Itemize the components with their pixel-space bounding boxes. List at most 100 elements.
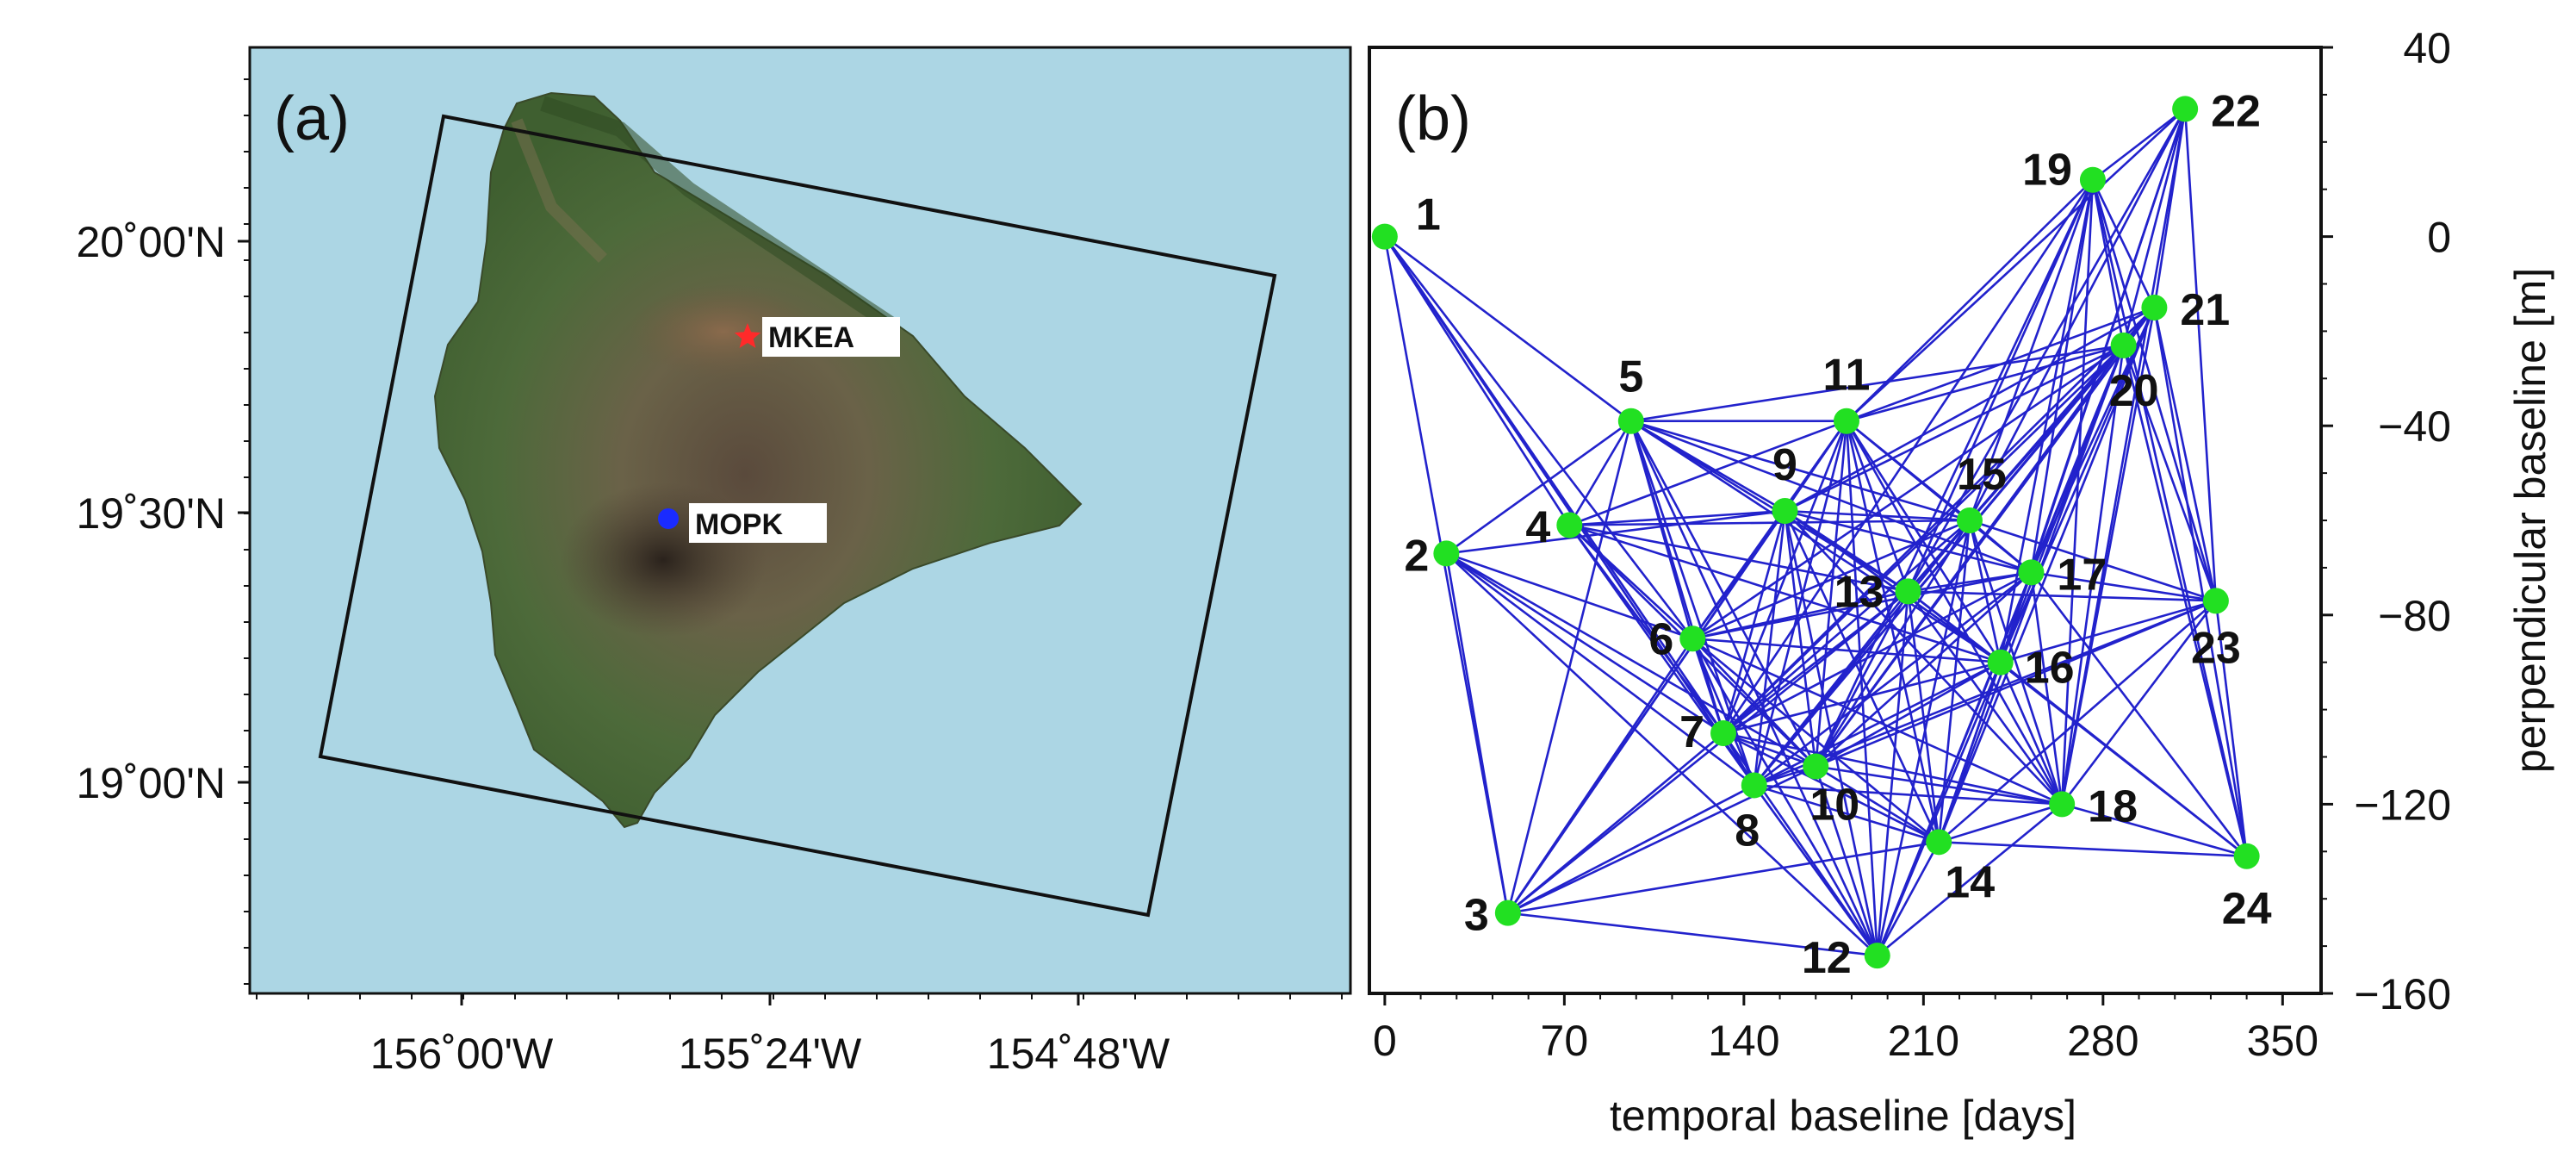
interferogram-edge bbox=[1845, 420, 1879, 956]
interferogram-edge bbox=[1785, 509, 1971, 522]
interferogram-edge bbox=[1999, 179, 2095, 663]
interferogram-edge bbox=[1846, 178, 2094, 422]
interferogram-edge bbox=[1691, 638, 1725, 734]
interferogram-edge bbox=[1815, 307, 2156, 768]
y-tick-label: −120 bbox=[2354, 781, 2451, 829]
interferogram-edge bbox=[1939, 841, 2247, 858]
acquisition-label: 8 bbox=[1735, 806, 1760, 856]
interferogram-edge bbox=[1507, 912, 1878, 957]
acquisition-node bbox=[1433, 540, 1460, 567]
interferogram-edge bbox=[1968, 520, 2064, 805]
interferogram-edge bbox=[1691, 638, 1755, 786]
interferogram-edge bbox=[1445, 552, 1724, 735]
interferogram-edge bbox=[1815, 765, 1940, 843]
acquisition-label: 22 bbox=[2211, 86, 2261, 136]
interferogram-edge bbox=[2153, 307, 2248, 857]
x-tick-label: 0 bbox=[1373, 1017, 1397, 1065]
interferogram-edge bbox=[1753, 420, 1848, 786]
interferogram-edge bbox=[1845, 420, 2002, 663]
panel-a-label: (a) bbox=[274, 84, 350, 153]
acquisition-node bbox=[2110, 332, 2137, 358]
interferogram-edge bbox=[1753, 571, 2033, 787]
acquisition-label: 12 bbox=[1802, 933, 1852, 983]
interferogram-edge bbox=[1846, 344, 2125, 422]
x-tick-label: 140 bbox=[1708, 1017, 1779, 1065]
acquisition-node bbox=[1617, 408, 1644, 434]
x-tick-label: 70 bbox=[1541, 1017, 1589, 1065]
acquisition-node bbox=[1741, 772, 1767, 799]
acquisition-nodes bbox=[1371, 96, 2260, 969]
interferogram-edge bbox=[1784, 306, 2156, 513]
acquisition-node bbox=[1833, 408, 1859, 434]
interferogram-edge bbox=[2183, 109, 2218, 601]
acquisition-node bbox=[1956, 507, 1983, 533]
interferogram-edge bbox=[1445, 552, 1693, 640]
interferogram-edge bbox=[1907, 108, 2187, 592]
acquisition-label: 9 bbox=[1772, 440, 1797, 490]
interferogram-edge bbox=[1383, 235, 1755, 787]
panel-b-label: (b) bbox=[1395, 84, 1471, 153]
interferogram-edge bbox=[1383, 235, 1571, 526]
star-icon bbox=[734, 323, 761, 348]
interferogram-edge bbox=[1445, 552, 1816, 768]
interferogram-edge bbox=[1723, 731, 1940, 843]
map-panel: MKEA MOPK 20˚00'N 19˚30'N 19˚00'N 156˚00… bbox=[76, 46, 1352, 1078]
interferogram-edge bbox=[1815, 600, 2217, 768]
x-tick-label: 280 bbox=[2067, 1017, 2138, 1065]
interferogram-edge bbox=[1753, 510, 1786, 786]
interferogram-edge bbox=[2061, 803, 2247, 858]
acquisition-label: 5 bbox=[1618, 352, 1643, 402]
acquisition-node bbox=[2049, 791, 2076, 818]
interferogram-edge bbox=[1969, 519, 2217, 602]
acquisition-node bbox=[1803, 753, 1829, 780]
lat-label: 20˚00'N bbox=[76, 218, 226, 266]
interferogram-edge bbox=[1845, 420, 1940, 843]
interferogram-edge bbox=[1383, 236, 1510, 913]
interferogram-edge bbox=[1814, 420, 1848, 767]
interferogram-edge bbox=[2060, 109, 2187, 805]
interferogram-edge bbox=[2060, 179, 2095, 805]
lon-label: 155˚24'W bbox=[679, 1030, 862, 1078]
acquisition-node bbox=[2233, 843, 2260, 869]
station-label-box bbox=[689, 503, 827, 543]
interferogram-edge bbox=[1445, 552, 1878, 957]
station-label: MKEA bbox=[768, 321, 854, 354]
acquisition-label: 6 bbox=[1648, 614, 1673, 664]
acquisition-label: 7 bbox=[1679, 707, 1704, 757]
acquisition-node bbox=[1710, 720, 1737, 747]
acquisition-node bbox=[2079, 166, 2106, 193]
acquisition-label: 19 bbox=[2022, 146, 2072, 196]
interferogram-edge bbox=[1568, 420, 1847, 526]
interferogram-edge bbox=[1815, 520, 1971, 768]
interferogram-edge bbox=[2122, 345, 2248, 857]
interferogram-edge bbox=[1506, 420, 1633, 913]
interferogram-edge bbox=[1692, 637, 2001, 663]
interferogram-edge bbox=[1722, 510, 1786, 734]
interferogram-edge bbox=[1445, 552, 1755, 787]
interferogram-edge bbox=[2153, 307, 2218, 601]
interferogram-edge bbox=[2153, 109, 2187, 308]
interferogram-edge bbox=[2000, 600, 2217, 663]
interferogram-edge bbox=[1445, 553, 1510, 913]
acquisition-node bbox=[1926, 829, 1952, 856]
interferogram-edge bbox=[2030, 108, 2187, 573]
circle-icon bbox=[658, 508, 679, 529]
lon-label: 154˚48'W bbox=[987, 1030, 1170, 1078]
interferogram-edges bbox=[1383, 108, 2248, 957]
interferogram-edge bbox=[1938, 803, 2063, 843]
lon-axis: 156˚00'W 155˚24'W 154˚48'W bbox=[370, 993, 1170, 1078]
interferogram-edge bbox=[2091, 179, 2218, 601]
interferogram-edge bbox=[1569, 509, 1785, 526]
station-mkea: MKEA bbox=[734, 317, 900, 357]
acquisition-label: 24 bbox=[2222, 884, 2272, 934]
interferogram-edge bbox=[2030, 179, 2095, 573]
interferogram-edge bbox=[1384, 235, 1632, 422]
plot-frame bbox=[1368, 46, 2323, 995]
lon-label: 156˚00'W bbox=[370, 1030, 554, 1078]
acquisition-node bbox=[2172, 96, 2199, 122]
interferogram-edge bbox=[1876, 803, 2064, 957]
acquisition-label: 1 bbox=[1416, 190, 1441, 240]
